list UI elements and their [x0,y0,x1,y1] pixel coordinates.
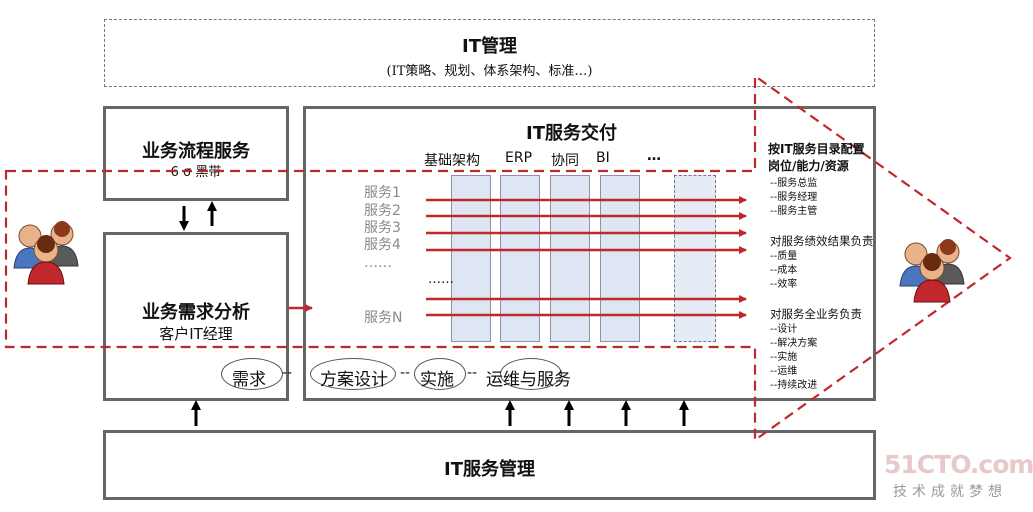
flow-step-demand: 需求 [232,370,266,390]
right-heading-1: 按IT服务目录配置 [768,142,865,156]
business-demand-title: 业务需求分析 [142,302,250,323]
right-group1-item-3: --服务主管 [770,206,818,217]
right-group3-item-1: --设计 [770,324,798,335]
flow-oval-operations [500,358,562,390]
service-label-2: 服务2 [364,203,401,219]
right-group2-head: 对服务绩效结果负责 [770,234,874,248]
right-group3-item-2: --解决方案 [770,338,818,349]
flow-oval-design [310,358,396,390]
it-management-title: IT管理 [462,36,517,57]
right-group2-item-2: --成本 [770,265,798,276]
business-process-title: 业务流程服务 [142,141,250,162]
flow-oval-demand [221,358,283,390]
right-group3-item-3: --实施 [770,352,798,363]
users-group-icon-right [899,239,965,303]
service-label-3: 服务3 [364,220,401,236]
service-label-n: 服务N [364,310,403,326]
service-label-1: 服务1 [364,185,401,201]
column-header-infrastructure: 基础架构 [424,153,480,169]
watermark-slogan: 技术成就梦想 [893,484,1007,500]
right-group2-item-3: --效率 [770,279,798,290]
flow-sep-1: -- [400,365,411,381]
it-service-management-box: IT服务管理 [103,430,876,500]
it-service-delivery-title: IT服务交付 [526,123,617,144]
right-group3-head: 对服务全业务负责 [770,307,862,321]
column-header-bi: BI [596,150,610,166]
users-group-icon-left [13,221,79,285]
right-heading-2: 岗位/能力/资源 [768,159,849,173]
business-process-box: 业务流程服务 6 σ 黑带 [103,106,289,201]
red-dashed-arrow-outline [4,73,1012,443]
column-header-collaboration: 协同 [551,153,579,169]
service-label-ellipsis: …… [364,255,392,271]
middle-dots: …… [428,272,454,287]
flow-sep-2: -- [467,365,478,381]
watermark-logo: 51CTO.com [884,450,1033,479]
it-service-management-title: IT服务管理 [444,459,535,480]
watermark: 51CTO.com 技术成就梦想 [884,450,1033,501]
flow-oval-implement [414,358,466,390]
right-group3-item-5: --持续改进 [770,380,818,391]
it-management-subtitle: (IT策略、规划、体系架构、标准…) [386,64,593,79]
flow-step-implement: 实施 [420,370,454,390]
business-demand-subtitle: 客户IT经理 [159,325,233,343]
service-label-4: 服务4 [364,237,401,253]
flow-step-operations: 运维与服务 [486,370,571,390]
column-header-more: … [647,148,661,164]
flow-step-design: 方案设计 [320,370,388,390]
right-group1-item-2: --服务经理 [770,192,818,203]
business-process-subtitle: 6 σ 黑带 [170,165,222,180]
right-group2-item-1: --质量 [770,251,798,262]
flow-sep-3: -- [282,365,293,381]
column-header-erp: ERP [505,150,533,166]
right-group3-item-4: --运维 [770,366,798,377]
right-group1-item-1: --服务总监 [770,178,818,189]
it-management-box: IT管理 (IT策略、规划、体系架构、标准…) [104,19,875,87]
